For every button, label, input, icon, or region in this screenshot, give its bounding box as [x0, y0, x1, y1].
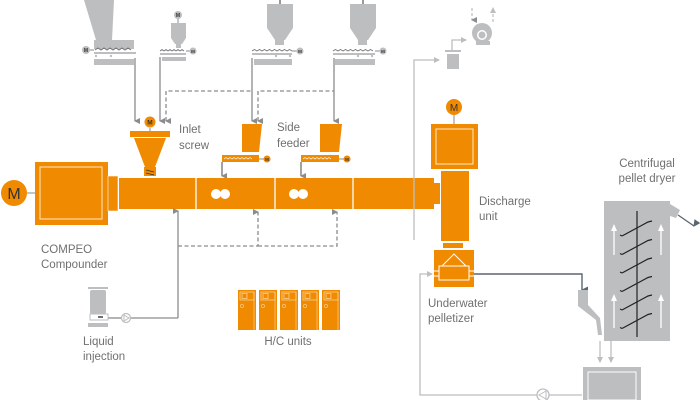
svg-text:M: M	[381, 49, 385, 54]
svg-text:M: M	[7, 186, 20, 203]
pump-icon	[120, 312, 132, 324]
motor-icon: M	[144, 116, 156, 128]
motor-icon: M	[189, 47, 197, 55]
hc-unit-cabinet[interactable]	[238, 290, 256, 330]
hc-unit-cabinet[interactable]	[301, 290, 319, 330]
feeder-hopper	[350, 4, 376, 40]
pellet-outlet-arrow	[677, 214, 700, 227]
side-feeder-hopper	[320, 124, 342, 152]
vent-line	[413, 37, 467, 240]
hc-units[interactable]	[238, 290, 340, 330]
side-feeder-1[interactable]: M	[221, 124, 271, 179]
inlet-hopper	[134, 138, 166, 167]
screw-icon	[145, 169, 155, 176]
motor-icon: M	[82, 46, 90, 54]
motor-icon	[1, 180, 27, 206]
hc-unit-cabinet[interactable]	[259, 290, 277, 330]
twin-screw-icon	[211, 189, 308, 199]
svg-text:M: M	[298, 49, 302, 54]
liquid-tank	[90, 290, 106, 314]
motor-icon: M	[263, 155, 271, 163]
svg-text:M: M	[147, 120, 152, 127]
label-pellet-dryer: pellet dryer	[619, 173, 676, 185]
label-hc-units: H/C units	[264, 336, 312, 348]
motor-icon: M	[343, 155, 351, 163]
feeder-screw-housing	[94, 40, 134, 49]
label-liquid: Liquid	[83, 336, 114, 348]
motor-icon: M	[379, 47, 387, 55]
hc-unit-cabinet[interactable]	[280, 290, 298, 330]
label-centrifugal: Centrifugal	[619, 158, 675, 170]
side-feeder-2[interactable]: M	[300, 124, 351, 179]
rotor-blades	[619, 220, 653, 330]
screw-icon	[332, 49, 374, 52]
dryer-outlet-chute	[670, 204, 680, 218]
gearbox[interactable]	[35, 162, 119, 225]
rotor-blade	[619, 238, 653, 256]
hc-unit-cabinet[interactable]	[322, 290, 340, 330]
rotor-blade	[619, 312, 653, 330]
rotor-blade	[619, 275, 653, 293]
side-feed-hopper-1[interactable]: M	[251, 0, 304, 65]
label-feeder: feeder	[277, 138, 310, 150]
injection-lines	[108, 208, 338, 319]
vent-separator[interactable]	[445, 50, 461, 69]
labels: Inlet screw Side feeder COMPEO Compounde…	[41, 122, 676, 363]
svg-text:M: M	[450, 103, 458, 114]
side-feed-hopper-2[interactable]: M	[332, 0, 387, 65]
gravimetric-feeder-large[interactable]: M	[82, 0, 136, 65]
airflow-arrows	[611, 224, 664, 328]
dryer-inlet-chute	[578, 290, 602, 335]
gravimetric-feeder-small[interactable]: M M	[159, 11, 197, 61]
water-tank[interactable]	[583, 367, 641, 400]
feeder-hopper	[267, 4, 293, 40]
screw-icon	[223, 157, 253, 160]
label-compeo: COMPEO	[41, 244, 92, 256]
label-injection: injection	[83, 351, 125, 363]
label-discharge: Discharge	[479, 196, 531, 208]
process-section[interactable]	[119, 178, 440, 209]
svg-text:M: M	[345, 157, 349, 162]
centrifugal-pellet-dryer[interactable]	[578, 201, 700, 363]
feeder-scale	[94, 59, 134, 65]
underwater-pelletizer[interactable]	[434, 250, 474, 287]
screw-icon	[302, 157, 332, 160]
screw-icon	[94, 47, 132, 51]
label-side: Side	[277, 122, 300, 134]
svg-text:M: M	[191, 49, 195, 54]
screw-icon	[159, 49, 185, 52]
label-inlet: Inlet	[179, 124, 202, 136]
inlet-screw[interactable]: M	[130, 116, 170, 177]
label-screw: screw	[179, 140, 210, 152]
water-return-line	[419, 271, 582, 396]
motor-icon: M	[174, 11, 182, 19]
rotor-blade	[619, 257, 653, 274]
main-motor[interactable]: M	[1, 180, 35, 206]
rotor-blade	[619, 220, 653, 237]
feeder-hopper	[84, 0, 114, 40]
label-compounder: Compounder	[41, 259, 108, 271]
rotor-blade	[619, 294, 653, 311]
svg-text:M: M	[84, 48, 88, 54]
svg-text:M: M	[176, 13, 180, 19]
screw-icon	[251, 49, 293, 52]
slurry-line	[474, 273, 588, 294]
water-pump[interactable]	[536, 388, 550, 400]
feeder-hopper	[171, 23, 186, 44]
label-underwater: Underwater	[428, 298, 488, 310]
inlet-hopper-top	[130, 131, 170, 137]
motor-icon: M	[446, 99, 462, 115]
vacuum-pump[interactable]	[471, 7, 496, 45]
side-feeder-hopper	[242, 124, 262, 152]
svg-text:M: M	[265, 157, 269, 162]
label-unit: unit	[479, 211, 498, 223]
label-pelletizer: pelletizer	[428, 313, 474, 325]
discharge-unit[interactable]: M	[431, 99, 478, 248]
feed-lines	[134, 57, 339, 124]
liquid-injection[interactable]	[88, 287, 132, 327]
motor-icon: M	[296, 47, 304, 55]
